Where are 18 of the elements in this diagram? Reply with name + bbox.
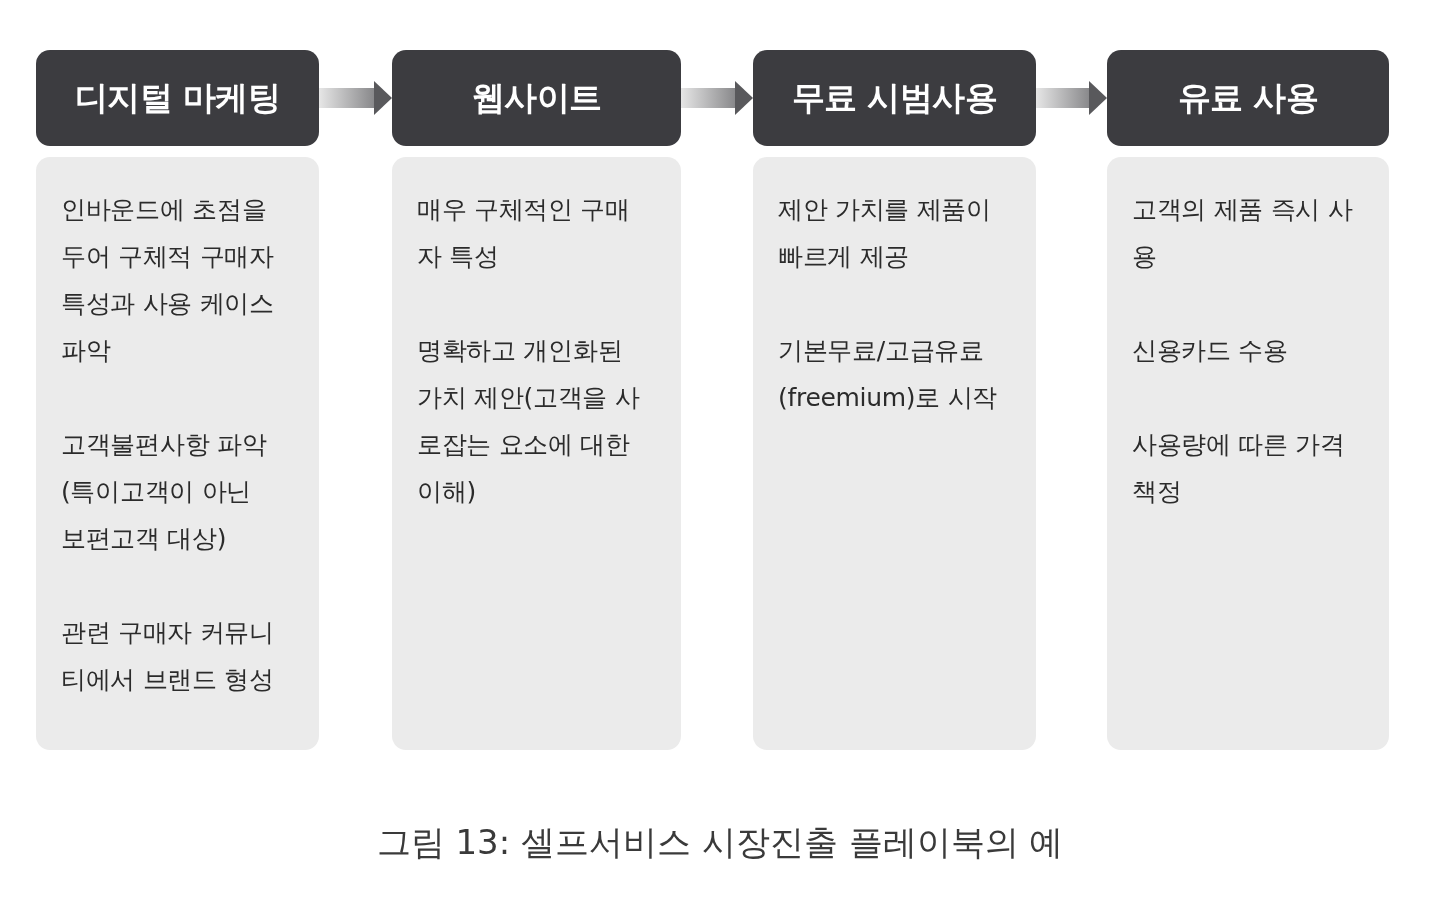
paragraph: 고객의 제품 즉시 사용	[1132, 194, 1353, 273]
stage-header: 무료 시범사용	[753, 50, 1036, 146]
paragraph: 관련 구매자 커뮤니티에서 브랜드 형성	[61, 617, 275, 696]
paragraph: 제안 가치를 제품이 빠르게 제공	[778, 194, 992, 273]
paragraph: 기본무료/고급유료(freemium)로 시작	[778, 335, 999, 414]
paragraph: 인바운드에 초점을 두어 구체적 구매자 특성과 사용 케이스 파악	[61, 194, 275, 367]
stage-header: 디지털 마케팅	[36, 50, 319, 146]
paragraph: 사용량에 따른 가격 책정	[1132, 429, 1346, 508]
arrow	[681, 81, 753, 115]
paragraph: 매우 구체적인 구매자 특성	[417, 194, 631, 273]
arrow	[319, 81, 392, 115]
paragraph: 명확하고 개인화된 가치 제안(고객을 사로잡는 요소에 대한 이해)	[417, 335, 641, 508]
paragraph: 고객불편사항 파악 (특이고객이 아닌 보편고객 대상)	[61, 429, 268, 555]
stage-header: 웹사이트	[392, 50, 681, 146]
caption: 그림 13: 셀프서비스 시장진출 플레이북의 예	[376, 821, 1064, 864]
paragraph: 신용카드 수용	[1132, 335, 1288, 367]
arrow	[1036, 81, 1107, 115]
stage-header: 유료 사용	[1107, 50, 1389, 146]
